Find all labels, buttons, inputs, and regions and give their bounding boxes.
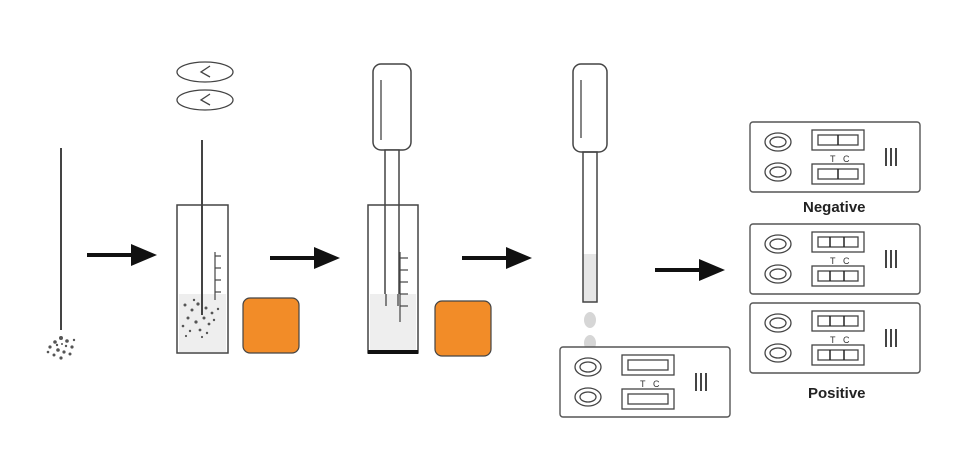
cassette-t-mark: T [830,335,836,345]
test-cassette-icon: T C [559,346,731,418]
cassette-t-mark: T [640,379,646,389]
negative-label: Negative [803,199,866,216]
rotate-arrows-icon [176,61,234,111]
test-cassette-icon: T C [749,302,921,374]
cassette-c-mark: C [843,335,850,345]
cassette-t-mark: T [830,154,836,164]
extraction-tube-icon [367,204,419,354]
flow-arrow-icon [268,245,342,271]
flow-arrow-icon [653,257,727,283]
flow-arrow-icon [85,242,159,268]
test-cassette-icon: T C [749,121,921,193]
test-cassette-icon: T C [749,223,921,295]
dropper-icon [572,63,608,351]
dropper-icon [372,63,412,306]
cassette-c-mark: C [653,379,660,389]
extraction-tube-icon [176,140,229,354]
swab-icon [46,148,76,360]
timer-box-icon [434,300,492,357]
flow-arrow-icon [460,245,534,271]
positive-label: Positive [808,385,866,402]
cassette-c-mark: C [843,154,850,164]
cassette-c-mark: C [843,256,850,266]
cassette-t-mark: T [830,256,836,266]
timer-box-icon [242,297,300,354]
